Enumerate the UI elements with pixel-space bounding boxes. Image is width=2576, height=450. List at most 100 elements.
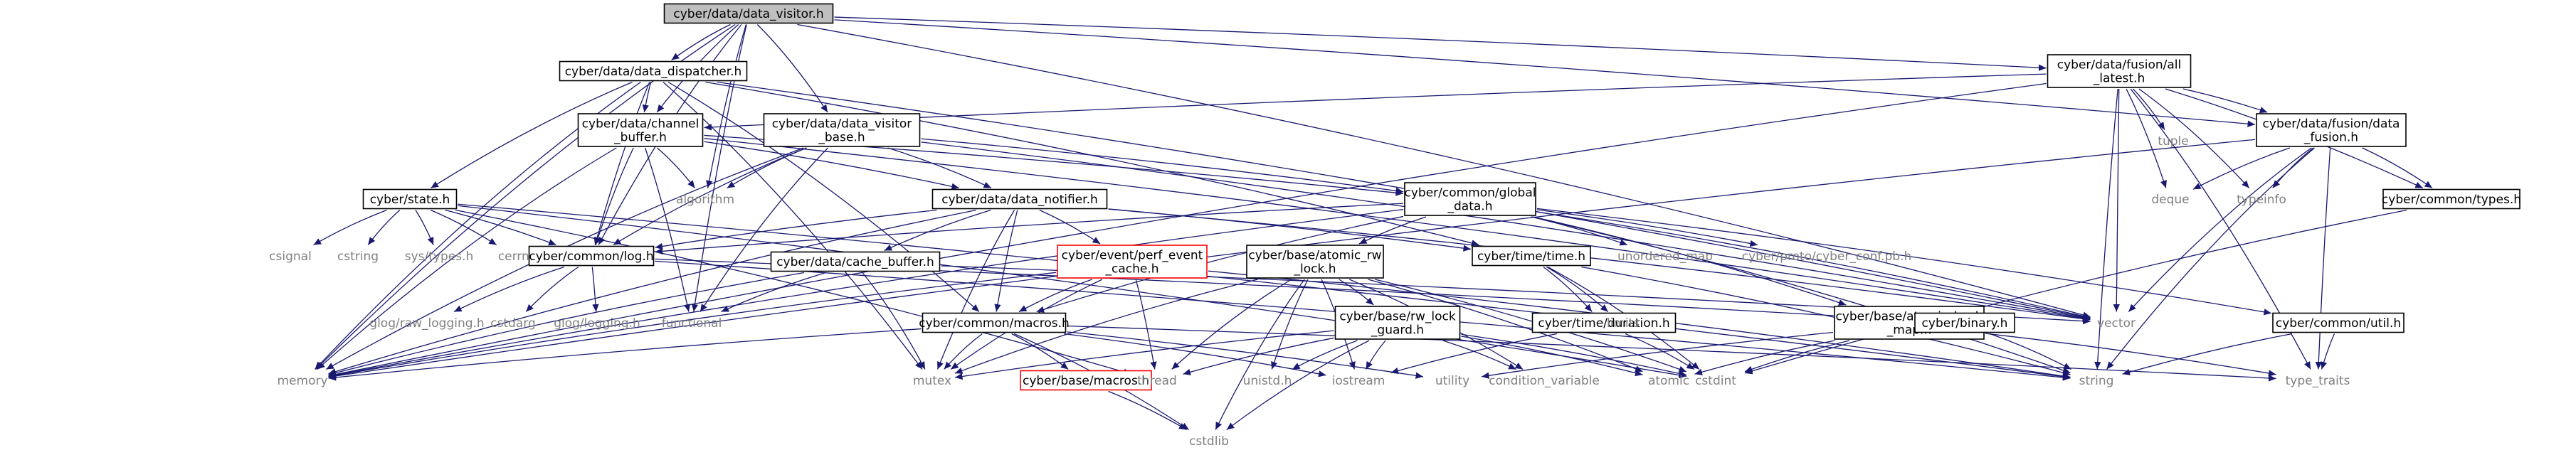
edge-atomic-rw-to-cstdlib	[1215, 279, 1305, 430]
edge-root-to-data-fusion	[834, 19, 2256, 127]
node-root[interactable]: cyber/data/data_visitor.h	[663, 3, 834, 24]
node-rw-lock-guard[interactable]: cyber/base/rw_lock_guard.h	[1334, 306, 1461, 340]
node-label: cyber/data/cache_buffer.h	[776, 255, 934, 269]
node-cstring: cstring	[337, 250, 379, 264]
node-common-util[interactable]: cyber/common/util.h	[2272, 312, 2405, 333]
edge-root-to-vector	[797, 23, 2091, 318]
edge-dispatcher-to-state	[431, 81, 633, 189]
node-label: vector	[2097, 316, 2136, 331]
edge-channel-buffer-to-algorithm	[657, 147, 695, 188]
node-mutex: mutex	[913, 374, 951, 388]
node-cache-buffer[interactable]: cyber/data/cache_buffer.h	[770, 251, 941, 272]
node-label: deque	[2151, 193, 2189, 207]
node-label: cyber/data/data_visitor	[772, 117, 912, 132]
node-sys-types: sys/types.h	[405, 250, 474, 264]
node-common-types[interactable]: cyber/common/types.h	[2382, 188, 2521, 210]
edge-root-to-visitor-base	[756, 24, 828, 113]
node-unistd: unistd.h	[1243, 374, 1292, 388]
node-glog-raw: glog/raw_logging.h	[369, 316, 484, 331]
edge-data-fusion-to-string	[2106, 147, 2315, 370]
edge-visitor-base-to-data-notifier	[887, 147, 992, 189]
node-box	[1531, 312, 1677, 333]
edge-rw-lock-guard-to-thread	[1183, 337, 1334, 375]
edge-data-notifier-to-log	[655, 209, 937, 250]
edge-data-notifier-to-mutex	[936, 210, 1015, 370]
node-label: glog/logging.h	[554, 316, 640, 331]
edge-atomic-hash-map-to-atomic	[1694, 340, 1835, 375]
node-algorithm: algorithm	[676, 193, 734, 207]
edge-duration-to-iostream	[1390, 333, 1558, 374]
edge-data-fusion-to-deque	[2192, 147, 2290, 190]
edge-global-data-to-unordered-map	[1531, 216, 1628, 246]
node-typeinfo: typeinfo	[2237, 193, 2286, 207]
node-box	[2047, 54, 2192, 88]
node-dispatcher[interactable]: cyber/data/data_dispatcher.h	[559, 60, 748, 82]
node-box	[1334, 306, 1461, 340]
node-unordered-map: unordered_map	[1617, 250, 1713, 264]
node-label: cstdint	[1695, 374, 1736, 388]
edge-atomic-rw-to-cstdint	[1375, 279, 1687, 373]
node-log[interactable]: cyber/common/log.h	[528, 245, 655, 267]
node-duration[interactable]: cyber/time/duration.h	[1531, 312, 1677, 333]
edge-perf-event-to-thread	[1135, 279, 1157, 370]
node-functional: functional	[662, 316, 722, 331]
edge-log-to-cstdarg	[525, 266, 579, 312]
node-label: cyber/data/data_notifier.h	[941, 193, 1098, 207]
node-data-fusion[interactable]: cyber/data/fusion/data_fusion.h	[2256, 113, 2407, 147]
node-label: type_traits	[2286, 374, 2350, 388]
node-label: cyber/common/util.h	[2276, 316, 2401, 331]
node-channel-buffer[interactable]: cyber/data/channel_buffer.h	[577, 113, 704, 147]
edge-macros-base-to-cstdlib	[1108, 390, 1187, 431]
node-visitor-base[interactable]: cyber/data/data_visitor_base.h	[763, 113, 921, 147]
node-label: _buffer.h	[613, 131, 667, 145]
edge-data-notifier-to-perf-event	[1039, 209, 1101, 245]
edges-layer	[313, 16, 2433, 431]
node-time[interactable]: cyber/time/time.h	[1472, 245, 1591, 267]
edge-log-to-glog-raw	[453, 266, 565, 313]
edge-atomic-rw-to-rw-lock-guard	[1339, 279, 1374, 306]
edge-cache-buffer-to-memory	[328, 272, 804, 377]
node-state[interactable]: cyber/state.h	[362, 188, 458, 210]
edge-macros-common-to-memory	[328, 328, 922, 381]
node-label: cyber/common/log.h	[529, 250, 653, 264]
node-label: cyber/common/types.h	[2382, 193, 2521, 207]
edge-common-util-to-string	[2122, 333, 2293, 375]
node-box	[559, 60, 748, 82]
edge-state-to-log	[445, 209, 556, 246]
node-all-latest[interactable]: cyber/data/fusion/all_latest.h	[2047, 54, 2192, 88]
node-label: cyber/data/data_dispatcher.h	[565, 65, 742, 79]
edge-root-to-algorithm	[706, 24, 747, 188]
edge-cache-buffer-to-mutex	[862, 272, 926, 370]
edge-global-data-to-cyber-conf	[1536, 209, 1758, 247]
node-box	[1404, 182, 1536, 216]
node-macros-base[interactable]: cyber/base/macros.h	[1020, 370, 1152, 391]
node-deque: deque	[2151, 193, 2189, 207]
edge-visitor-base-to-log	[613, 147, 807, 246]
node-data-notifier[interactable]: cyber/data/data_notifier.h	[931, 188, 1108, 210]
node-label: string	[2079, 374, 2114, 388]
node-box	[362, 188, 458, 210]
node-macros-common[interactable]: cyber/common/macros.h	[919, 312, 1070, 333]
node-cstdint: cstdint	[1695, 374, 1736, 388]
edge-rw-lock-guard-to-iostream	[1365, 340, 1386, 370]
node-label: cerrno	[498, 250, 537, 264]
node-label: _latest.h	[2093, 72, 2145, 86]
node-csignal: csignal	[269, 250, 312, 264]
edge-data-fusion-to-common-types	[2362, 147, 2433, 189]
node-binary[interactable]: cyber/binary.h	[1914, 312, 2015, 333]
node-label: cyber/event/perf_event	[1062, 249, 1203, 263]
node-atomic-rw[interactable]: cyber/base/atomic_rw_lock.h	[1246, 245, 1384, 279]
edge-atomic-rw-to-atomic	[1368, 279, 1643, 373]
node-condition-variable: condition_variable	[1489, 374, 1600, 388]
node-global-data[interactable]: cyber/common/global_data.h	[1404, 182, 1536, 216]
node-box	[663, 3, 834, 24]
node-perf-event[interactable]: cyber/event/perf_event_cache.h	[1057, 245, 1208, 279]
node-label: _lock.h	[1294, 262, 1336, 277]
node-label: cstring	[337, 250, 379, 264]
node-atomic: atomic	[1648, 374, 1689, 388]
edge-atomic-hash-map-to-type-traits	[1985, 333, 2276, 377]
node-label: unistd.h	[1243, 374, 1292, 388]
node-label: cyber/common/global	[1405, 186, 1536, 200]
edge-visitor-base-to-vector	[921, 141, 2091, 321]
node-label: mutex	[913, 374, 951, 388]
